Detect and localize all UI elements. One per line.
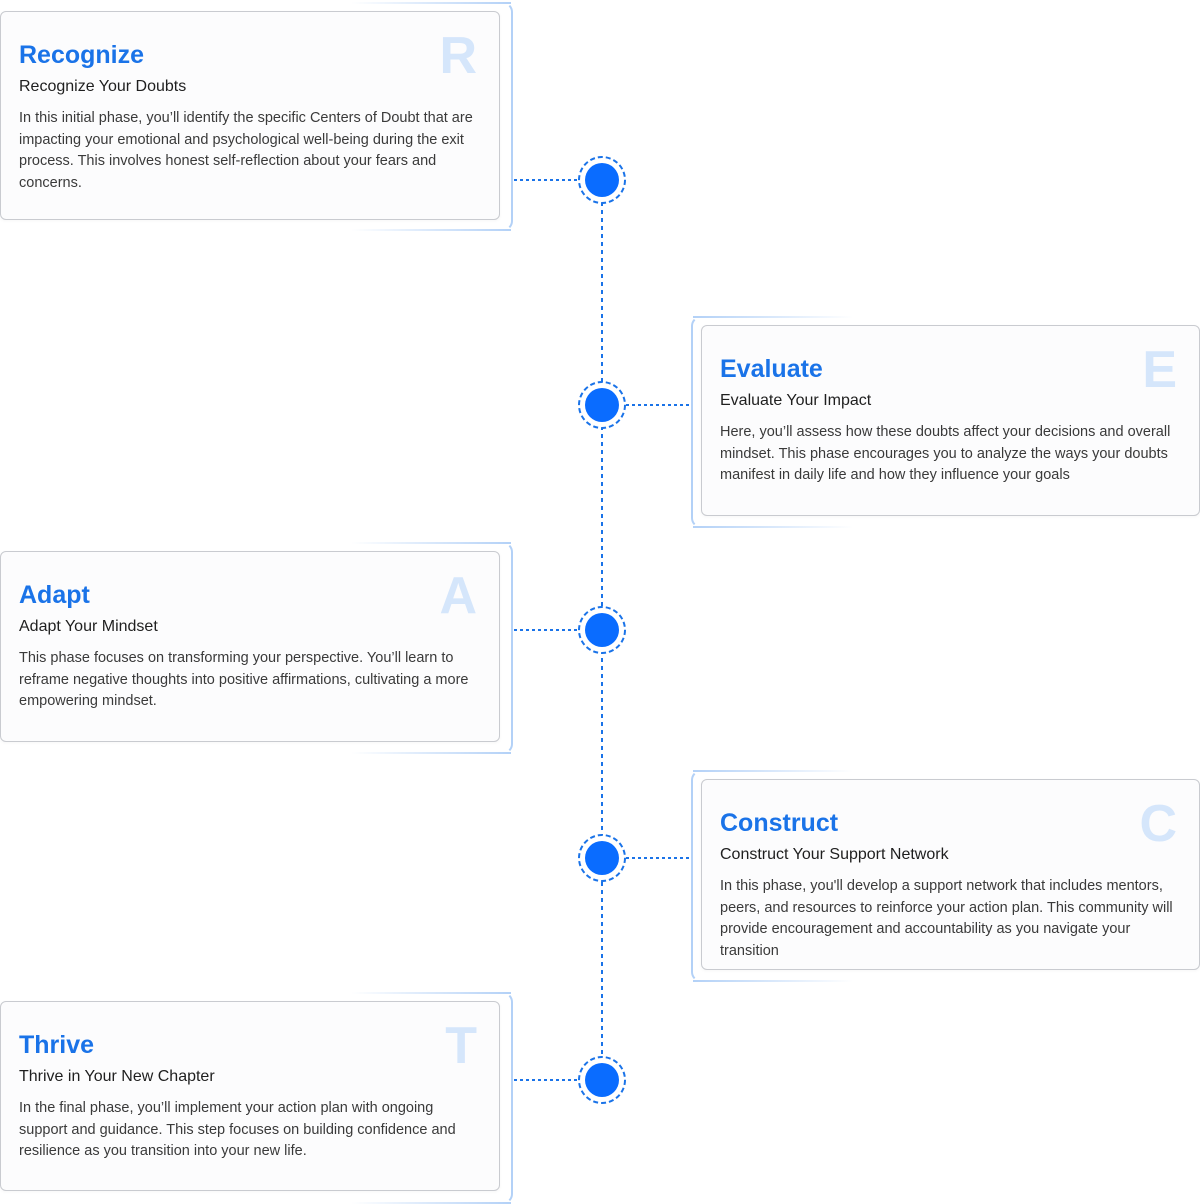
- phase-title: Construct: [720, 809, 839, 837]
- frame-thrive: [0, 992, 513, 1204]
- phase-title: Evaluate: [720, 355, 823, 383]
- frame-adapt: [0, 542, 513, 754]
- frame-evaluate: [691, 316, 1200, 528]
- phase-description: In this initial phase, you’ll identify t…: [19, 110, 473, 191]
- phase-title: Recognize: [19, 41, 145, 69]
- watermark-letter: A: [439, 567, 477, 625]
- node-evaluate: [578, 381, 626, 429]
- phase-title: Thrive: [19, 1031, 95, 1059]
- node-construct: [578, 834, 626, 882]
- watermark-letter: E: [1142, 341, 1177, 399]
- phase-subtitle: Construct Your Support Network: [720, 846, 949, 863]
- frame-construct: [691, 770, 1200, 982]
- card-construct: C Construct Construct Your Support Netwo…: [701, 779, 1200, 970]
- card-thrive: T Thrive Thrive in Your New Chapter In t…: [0, 1001, 500, 1191]
- phase-subtitle: Recognize Your Doubts: [19, 78, 187, 95]
- card-evaluate: E Evaluate Evaluate Your Impact Here, yo…: [701, 325, 1200, 516]
- phase-subtitle: Thrive in Your New Chapter: [19, 1068, 215, 1085]
- card-recognize: R Recognize Recognize Your Doubts In thi…: [0, 11, 500, 220]
- watermark-letter: R: [439, 27, 477, 85]
- phase-subtitle: Adapt Your Mindset: [19, 618, 158, 635]
- phase-description: Here, you’ll assess how these doubts aff…: [720, 424, 1171, 484]
- phase-description: In the final phase, you’ll implement you…: [19, 1100, 456, 1160]
- phase-description: This phase focuses on transforming your …: [19, 650, 469, 710]
- card-adapt: A Adapt Adapt Your Mindset This phase fo…: [0, 551, 500, 742]
- phase-title: Adapt: [19, 581, 90, 609]
- phase-description: In this phase, you'll develop a support …: [720, 878, 1173, 959]
- phase-subtitle: Evaluate Your Impact: [720, 392, 872, 409]
- watermark-letter: T: [445, 1017, 477, 1075]
- node-thrive: [578, 1056, 626, 1104]
- node-recognize: [578, 156, 626, 204]
- watermark-letter: C: [1139, 795, 1177, 853]
- frame-recognize: [0, 2, 513, 231]
- node-adapt: [578, 606, 626, 654]
